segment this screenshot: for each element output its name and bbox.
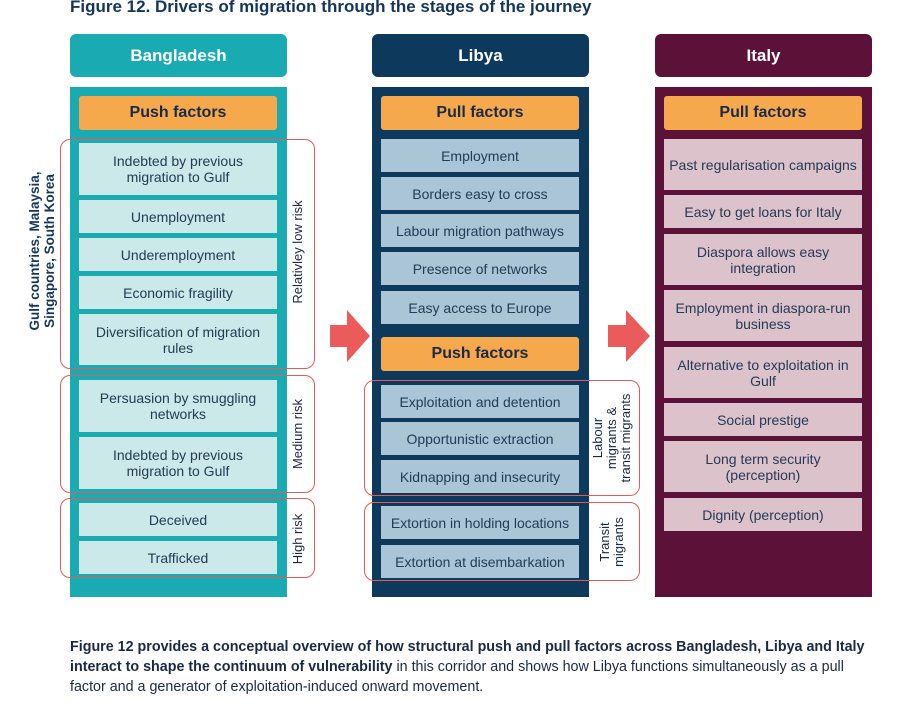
- group-label-labour-line1: Labour: [590, 417, 605, 459]
- bangladesh-item: Persuasion by smuggling networks: [79, 380, 277, 432]
- destination-label-line1: Gulf countries, Malaysia,: [27, 171, 42, 331]
- libya-push-item: Extortion at disembarkation: [381, 545, 579, 578]
- group-label-labour-line2: migrants &: [604, 406, 619, 470]
- italy-item: Long term security (perception): [664, 441, 862, 492]
- italy-item: Diaspora allows easy integration: [664, 234, 862, 285]
- destination-label-line2: Singapore, South Korea: [42, 174, 57, 328]
- bangladesh-item: Indebted by previous migration to Gulf: [79, 437, 277, 489]
- group-label-labour-line3: transit migrants: [618, 393, 633, 483]
- bangladesh-item: Deceived: [79, 503, 277, 536]
- italy-item: Social prestige: [664, 403, 862, 436]
- risk-label-low: Relativley low risk: [290, 200, 305, 304]
- italy-item: Employment in diaspora-run business: [664, 290, 862, 341]
- bangladesh-item: Economic fragility: [79, 276, 277, 309]
- figure-caption: Figure 12 provides a conceptual overview…: [70, 637, 882, 697]
- libya-pull-item: Presence of networks: [381, 252, 579, 285]
- group-label-labour: Labour migrants & transit migrants: [590, 393, 633, 483]
- italy-item: Easy to get loans for Italy: [664, 195, 862, 228]
- libya-pull-item: Borders easy to cross: [381, 177, 579, 210]
- risk-label-high: High risk: [290, 513, 305, 565]
- bangladesh-item: Unemployment: [79, 200, 277, 233]
- figure-title: Figure 12. Drivers of migration through …: [70, 0, 592, 16]
- libya-pull-factors-header: Pull factors: [381, 96, 579, 130]
- group-label-transit-line2: migrants: [611, 517, 626, 567]
- risk-group-medium: [60, 375, 315, 493]
- migrant-group-transit: [364, 502, 640, 581]
- bangladesh-item: Indebted by previous migration to Gulf: [79, 143, 277, 195]
- migrant-group-labour: [364, 380, 640, 496]
- bangladesh-item: Trafficked: [79, 541, 277, 574]
- group-label-transit-line1: Transit: [597, 522, 612, 562]
- italy-pull-factors-header: Pull factors: [664, 96, 862, 130]
- libya-header: Libya: [372, 34, 589, 77]
- italy-item: Alternative to exploitation in Gulf: [664, 347, 862, 398]
- risk-label-medium: Medium risk: [290, 398, 305, 470]
- libya-push-factors-header: Push factors: [381, 337, 579, 371]
- libya-push-item: Opportunistic extraction: [381, 422, 579, 455]
- bangladesh-item: Diversification of migration rules: [79, 314, 277, 365]
- bangladesh-item: Underemployment: [79, 238, 277, 271]
- libya-push-item: Extortion in holding locations: [381, 506, 579, 539]
- libya-pull-item: Easy access to Europe: [381, 291, 579, 324]
- right-arrow-icon: [608, 310, 650, 362]
- right-arrow-icon: [330, 310, 370, 362]
- risk-group-high: [60, 498, 315, 578]
- libya-pull-item: Labour migration pathways: [381, 214, 579, 247]
- libya-push-item: Exploitation and detention: [381, 385, 579, 418]
- destination-label: Gulf countries, Malaysia, Singapore, Sou…: [27, 171, 57, 330]
- italy-item: Past regularisation campaigns: [664, 139, 862, 190]
- caption-bold: Figure 12 provides a conceptual overview…: [70, 639, 865, 675]
- bangladesh-header: Bangladesh: [70, 34, 287, 77]
- risk-group-low: [60, 139, 315, 369]
- caption-rest: in this corridor and shows how Libya fun…: [70, 659, 844, 695]
- italy-header: Italy: [655, 34, 872, 77]
- italy-item: Dignity (perception): [664, 498, 862, 531]
- libya-pull-item: Employment: [381, 139, 579, 172]
- group-label-transit: Transit migrants: [597, 517, 626, 567]
- libya-push-item: Kidnapping and insecurity: [381, 460, 579, 493]
- bangladesh-push-factors-header: Push factors: [79, 96, 277, 130]
